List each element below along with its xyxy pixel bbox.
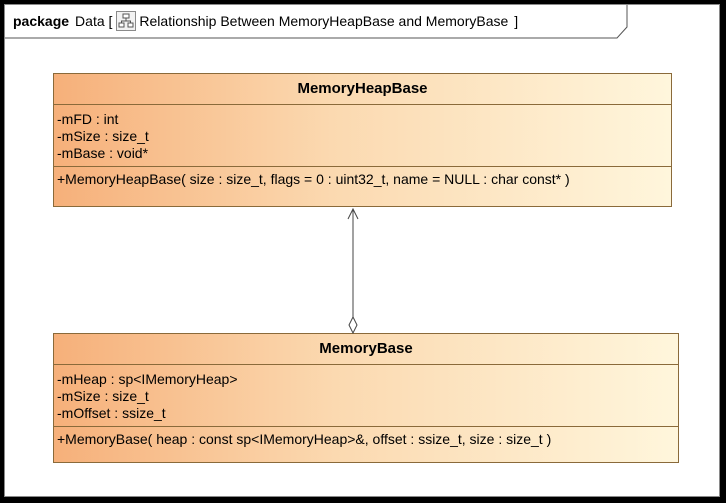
diagram-title: Relationship Between MemoryHeapBase and … [139, 13, 509, 29]
attribute-compartment: -mFD : int -mSize : size_t -mBase : void… [54, 105, 671, 167]
operation: +MemoryHeapBase( size : size_t, flags = … [57, 171, 570, 187]
attribute: -mFD : int [57, 111, 119, 127]
attribute: -mOffset : ssize_t [57, 405, 166, 421]
operation-compartment: +MemoryBase( heap : const sp<IMemoryHeap… [54, 427, 678, 448]
operation-compartment: +MemoryHeapBase( size : size_t, flags = … [54, 167, 671, 188]
package-name: Data [ [75, 13, 113, 29]
tab-label: package Data [ Relationship Between Memo… [13, 11, 518, 31]
attribute-compartment: -mHeap : sp<IMemoryHeap> -mSize : size_t… [54, 365, 678, 427]
attribute: -mHeap : sp<IMemoryHeap> [57, 371, 238, 387]
class-diagram-icon [116, 11, 137, 31]
class-memorybase[interactable]: MemoryBase -mHeap : sp<IMemoryHeap> -mSi… [53, 333, 679, 463]
tab-close-bracket: ] [514, 13, 519, 29]
aggregation-diamond-icon [348, 315, 358, 335]
class-memoryheapbase[interactable]: MemoryHeapBase -mFD : int -mSize : size_… [53, 73, 672, 207]
operation: +MemoryBase( heap : const sp<IMemoryHeap… [57, 431, 552, 447]
package-keyword: package [13, 13, 70, 29]
tab-outline [5, 5, 628, 39]
class-name: MemoryHeapBase [54, 74, 671, 105]
open-arrow-icon [347, 207, 359, 220]
attribute: -mSize : size_t [57, 128, 149, 144]
attribute: -mBase : void* [57, 145, 149, 161]
class-name: MemoryBase [54, 334, 678, 365]
attribute: -mSize : size_t [57, 388, 149, 404]
